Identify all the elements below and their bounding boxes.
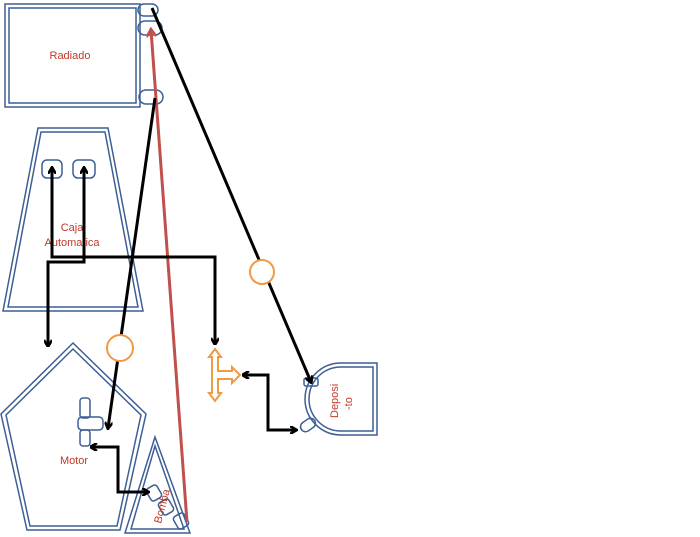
pump-port-2 (157, 498, 175, 516)
radiator: Radiado (4, 3, 164, 108)
tank: Deposi -to (299, 362, 378, 436)
t-valve-icon (207, 347, 242, 403)
arrow-radiator-to-tank (150, 7, 311, 382)
thermostat-valve-icon (106, 334, 134, 362)
arrow-gearbox-to-valve (52, 168, 215, 343)
tank-label-2: -to (343, 397, 355, 410)
pump: Bomba (123, 434, 192, 534)
motor-port-bottom (79, 429, 91, 447)
arrow-valve-tank (244, 375, 296, 430)
pump-port-1 (145, 484, 163, 502)
motor-label: Motor (60, 455, 88, 467)
gearbox-label-1: Caja (61, 222, 85, 234)
radiator-label: Radiado (50, 50, 91, 62)
motor: Motor (0, 341, 147, 531)
arrow-motor-pump (92, 447, 148, 492)
tank-label-1: Deposi (329, 384, 341, 418)
pump-label: Bomba (152, 487, 173, 525)
arrow-radiator-to-motor (108, 97, 157, 428)
tank-port-outlet (299, 417, 317, 433)
radiator-port-top (137, 3, 159, 17)
motor-pump-housing (77, 416, 104, 431)
thermostat-valve-icon (249, 259, 275, 285)
radiator-port-bottom (138, 89, 164, 105)
gearbox: Caja Automatica (2, 127, 144, 312)
motor-port-top (79, 397, 91, 419)
arrow-gearbox-to-motor (48, 168, 84, 345)
